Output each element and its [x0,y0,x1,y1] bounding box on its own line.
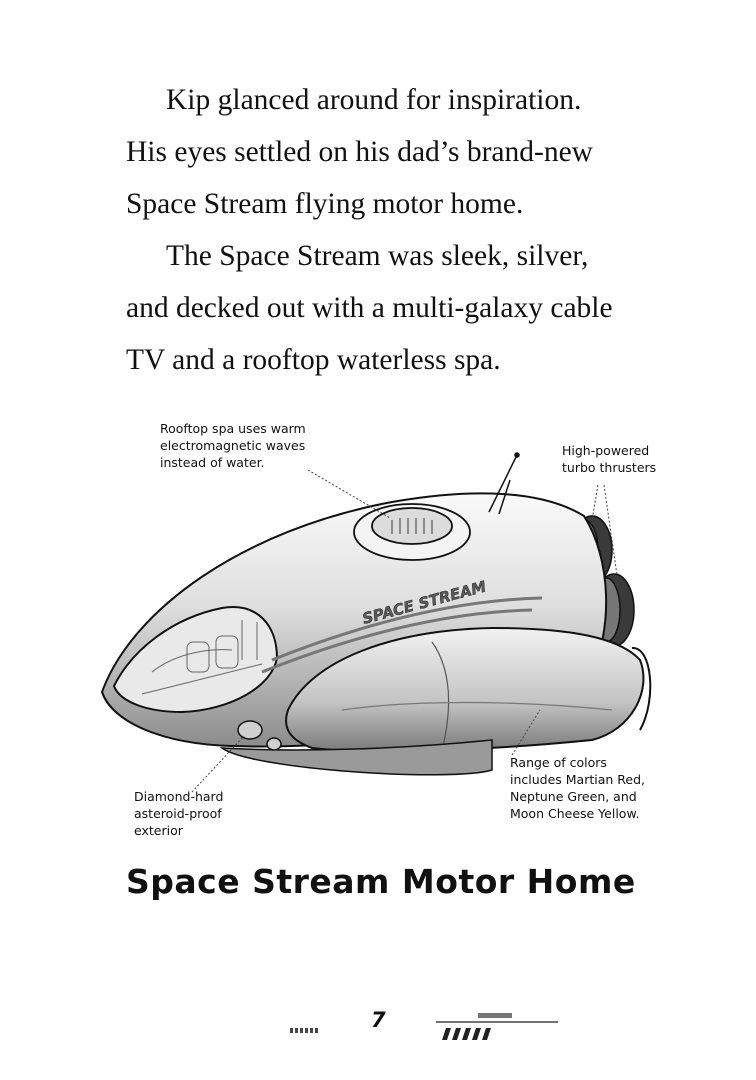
callout-colors: Range of colors includes Martian Red, Ne… [510,754,645,822]
motor-home-illustration: SPACE STREAM Rooftop spa uses warm elect… [92,410,692,840]
callout-line: Range of colors [510,755,607,770]
callout-thrusters: High-powered turbo thrusters [562,442,656,476]
rooftop-spa [353,503,471,561]
callout-line: electromagnetic waves [160,438,306,453]
page-number: 7 [371,1008,386,1032]
illustration-caption: Space Stream Motor Home [126,862,636,901]
cockpit-interior [141,620,263,695]
hull-stripes [261,596,543,674]
story-text: Kip glanced around for inspiration. His … [126,74,686,386]
callout-line: Moon Cheese Yellow. [510,806,640,821]
story-line: TV and a rooftop waterless spa. [126,344,501,376]
callout-line: Rooftop spa uses warm [160,421,306,436]
callout-spa: Rooftop spa uses warm electromagnetic wa… [160,420,306,471]
callout-line: turbo thrusters [562,460,657,475]
callout-line: instead of water. [160,455,265,470]
callout-line: includes Martian Red, [510,772,646,787]
story-line: Kip glanced around for inspiration. [166,84,582,116]
callout-line: Neptune Green, and [510,789,637,804]
spaceship-drawing: SPACE STREAM [92,410,692,840]
footer-ornament [290,1013,558,1040]
callout-exterior: Diamond-hard asteroid-proof exterior [134,788,223,839]
callout-line: exterior [134,823,183,838]
underside-fin [219,739,493,776]
callout-leaders [191,469,618,793]
callout-line: asteroid-proof [134,806,222,821]
callout-line: Diamond-hard [134,789,224,804]
story-line: His eyes settled on his dad’s brand-new [126,136,593,168]
story-line: Space Stream flying motor home. [126,188,524,220]
page-footer: 7 [286,1006,566,1046]
story-line: The Space Stream was sleek, silver, [166,240,589,272]
headlights [237,720,282,751]
callout-line: High-powered [562,443,650,458]
story-line: and decked out with a multi-galaxy cable [126,292,613,324]
antennas [488,452,520,515]
